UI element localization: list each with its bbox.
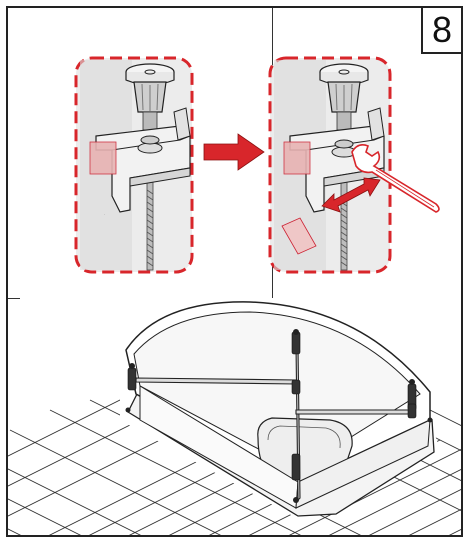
adjustable-foot-icon [125, 63, 175, 131]
support-frame [135, 344, 415, 502]
bathtub-scene [8, 301, 461, 535]
frame-feet [127, 331, 417, 481]
step-number: 8 [431, 9, 453, 50]
svg-text:.: . [104, 211, 105, 216]
peeled-sticker [281, 217, 317, 255]
arrow-right-icon [203, 133, 265, 171]
wrench-icon [351, 144, 440, 213]
detail-after [268, 56, 440, 274]
detail-before: . [74, 56, 194, 274]
step-number-badge: 8 [421, 8, 461, 54]
mounting-bracket [89, 107, 191, 213]
adjustable-foot-icon-after [319, 63, 369, 131]
panel-divider-horizontal [8, 298, 20, 299]
double-arrow-icon [321, 177, 381, 213]
